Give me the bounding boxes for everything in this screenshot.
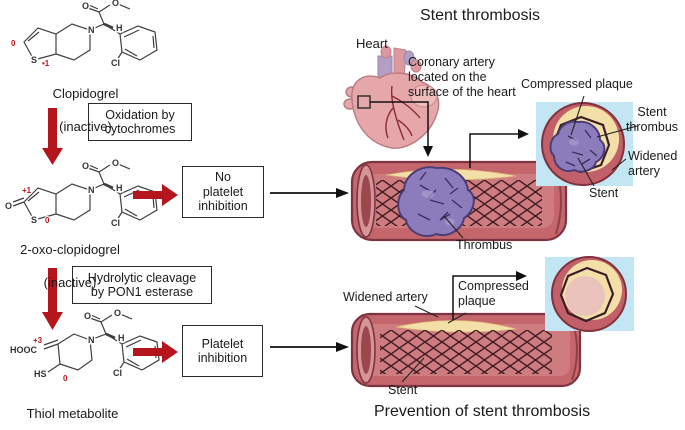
coronary-artery-note: Coronary artery located on the surface o… [408,55,516,99]
black-arrow-bottom [270,342,349,352]
molecule-state: (inactive) [59,118,112,134]
atom-o: O [84,311,91,321]
compressed-plaque-label-bottom: Compressed plaque [458,279,529,308]
atom-cl: Cl [113,368,122,378]
molecule-name: 2-oxo-clopidogrel [20,242,120,258]
cross-section-thrombosis [536,102,633,186]
atom-n: N [88,185,95,195]
thrombus-blob [397,166,475,238]
atom-h: H [118,333,125,343]
atom-o: O [5,201,12,211]
heart-illustration [343,45,440,149]
molecule-state: (inactive) [43,274,97,290]
atom-n: N [88,335,95,345]
clopidogrel-label: Clopidogrel (inactive) [18,70,153,151]
annotation-charge: +3 [33,336,43,345]
atom-hooc: HOOC [10,345,38,355]
compressed-plaque-label-top: Compressed plaque [521,77,633,91]
heart-to-artery-arrow [370,101,433,157]
red-arrow-right-2 [133,341,178,363]
atom-o: O [112,158,119,168]
platelet-inhibition-box: Platelet inhibition [182,325,263,377]
clopidogrel-structure: S N O O H Cl 0 •1 [10,0,158,70]
atom-n: N [88,25,95,35]
annotation-charge: +1 [22,186,32,195]
widened-artery-label-bottom: Widened artery [343,290,428,304]
thiol-metabolite-structure: HOOC HS N O O H Cl +3 0 [9,307,160,384]
atom-o: O [82,161,89,171]
heart-label: Heart [356,36,388,51]
annotation-zero: 0 [11,39,16,48]
atom-h: H [116,183,123,193]
red-arrow-right-1 [133,184,178,206]
oxo-clopidogrel-label: 2-oxo-clopidogrel (inactive) [0,226,140,307]
atom-o: O [114,308,121,318]
cross-section-prevention [545,256,634,332]
no-platelet-inhibition-box: No platelet inhibition [182,166,264,218]
title-stent-thrombosis: Stent thrombosis [420,7,541,24]
annotation-zero: 0 [63,374,68,383]
annotation-charge: •1 [42,59,50,68]
thrombus-label: Thrombus [456,238,513,252]
oxidation-box: Oxidation by cytochromes [88,103,192,141]
artery-to-cross-section-arrow-top [469,129,529,168]
black-arrow-top [270,188,349,198]
atom-o: O [82,1,89,11]
stent-thrombus-label: Stent thrombus [625,105,679,134]
red-arrow-down-1 [42,108,63,165]
thrombus-cross-section [549,120,606,173]
atom-cl: Cl [111,58,120,68]
artery-thrombosis-illustration [350,160,568,242]
stent-label-top: Stent [589,186,619,200]
artery-prevention-illustration [350,312,582,388]
atom-h: H [116,23,123,33]
atom-hs: HS [34,369,47,379]
molecule-name: Thiol metabolite [26,406,119,422]
atom-s: S [31,55,37,65]
artery-to-cross-section-arrow-bottom [452,271,527,320]
thiol-metabolite-label: Thiol metabolite (active) [5,390,140,430]
leader-lines [401,95,638,383]
annotation-zero: 0 [45,216,50,225]
oxo-clopidogrel-structure: O S N O O H Cl +1 0 [4,157,158,230]
atom-s: S [31,215,37,225]
caption-prevention: Prevention of stent thrombosis [374,403,591,420]
hydrolytic-cleavage-box: Hydrolytic cleavage by PON1 esterase [72,266,212,304]
stent-label-bottom: Stent [388,383,418,397]
atom-o: O [112,0,119,8]
widened-artery-label-top: Widened artery [628,149,678,178]
molecule-name: Clopidogrel [52,86,119,102]
atom-cl: Cl [111,218,120,228]
red-arrow-down-2 [42,268,63,330]
